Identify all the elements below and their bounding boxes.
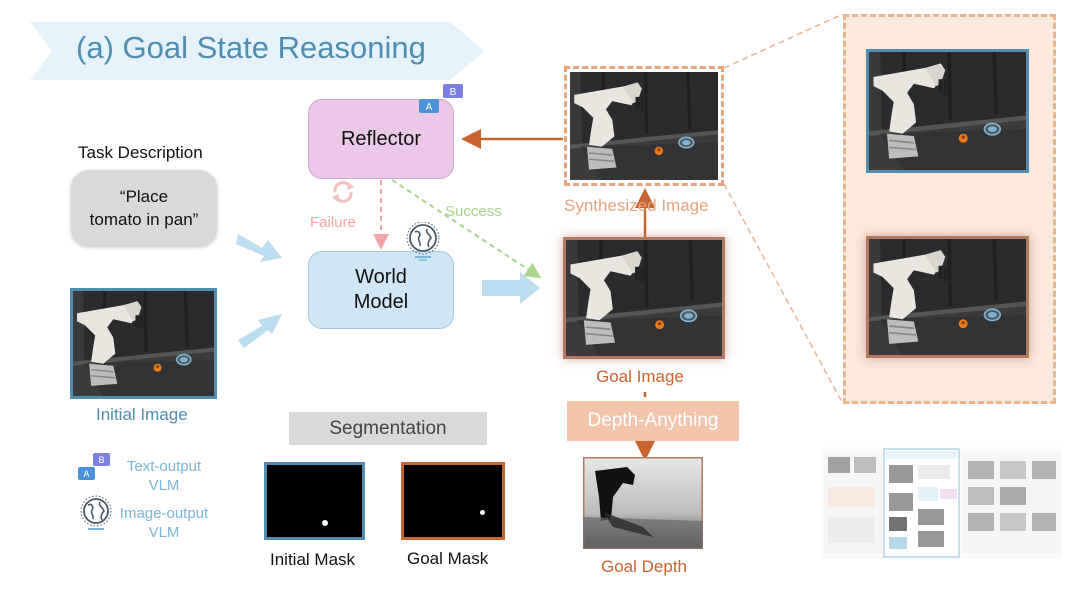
reflector-label: Reflector — [340, 127, 422, 150]
legend-text-vlm-line2: VLM — [148, 477, 180, 494]
task-text-line2: tomato in pan” — [89, 209, 199, 229]
legend-text-vlm-line1: Text-output — [126, 458, 202, 475]
arrow-world-model-to-goal — [482, 272, 540, 304]
task-description-heading: Task Description — [78, 143, 203, 162]
task-text-line1: “Place — [119, 186, 169, 206]
refresh-icon — [332, 181, 354, 203]
depth-anything-box: Depth-Anything — [567, 401, 739, 441]
arrow-image-to-world-model — [238, 314, 282, 348]
initial-image — [70, 288, 217, 399]
legend-text-vlm-icon: B A — [78, 453, 110, 480]
text-vlm-icon: B A — [419, 84, 463, 113]
goal-image-caption: Goal Image — [596, 367, 684, 386]
legend-image-vlm-line1: Image-output — [119, 505, 209, 522]
segmentation-label: Segmentation — [329, 417, 447, 439]
goal-depth-caption: Goal Depth — [601, 557, 687, 576]
arrow-success — [391, 179, 542, 279]
synthesized-image-caption: Synthesized Image — [564, 196, 709, 215]
title-banner — [30, 22, 485, 80]
zoom-initial-image — [866, 49, 1029, 173]
segmentation-box: Segmentation — [289, 412, 487, 445]
legend-image-vlm-line2: VLM — [148, 524, 180, 541]
task-description-box: “Place tomato in pan” — [71, 170, 217, 245]
svg-text:B: B — [98, 455, 104, 465]
legend-text-vlm: Text-output VLM — [122, 457, 206, 495]
svg-text:B: B — [450, 87, 457, 98]
goal-mask-caption: Goal Mask — [407, 549, 489, 568]
page-title: (a) Goal State Reasoning — [76, 30, 426, 65]
world-model-box: World Model — [308, 251, 454, 329]
zoom-goal-image — [866, 236, 1029, 358]
synthesized-image — [570, 72, 718, 180]
synthesized-image-frame — [564, 66, 724, 186]
zoom-line-bottom — [723, 183, 844, 405]
initial-mask-caption: Initial Mask — [270, 550, 356, 569]
world-globe-icon — [406, 222, 440, 261]
depth-anything-label: Depth-Anything — [587, 410, 719, 431]
thumbnail-diagram — [822, 447, 1062, 559]
failure-label: Failure — [310, 214, 356, 231]
goal-image — [563, 237, 725, 359]
goal-mask-dot — [480, 510, 485, 515]
svg-text:A: A — [426, 102, 433, 113]
goal-mask — [401, 462, 505, 540]
legend-globe-icon — [80, 495, 112, 530]
legend-image-vlm: Image-output VLM — [110, 504, 218, 542]
goal-depth-image — [583, 457, 703, 549]
svg-text:A: A — [83, 469, 89, 479]
initial-image-caption: Initial Image — [96, 405, 188, 424]
world-model-line1: World — [355, 266, 407, 288]
arrow-task-to-world-model — [236, 234, 282, 262]
initial-mask — [264, 462, 365, 540]
world-model-line2: Model — [353, 291, 409, 313]
zoom-line-top — [723, 13, 844, 69]
initial-mask-dot — [322, 520, 328, 526]
success-label: Success — [445, 203, 502, 220]
